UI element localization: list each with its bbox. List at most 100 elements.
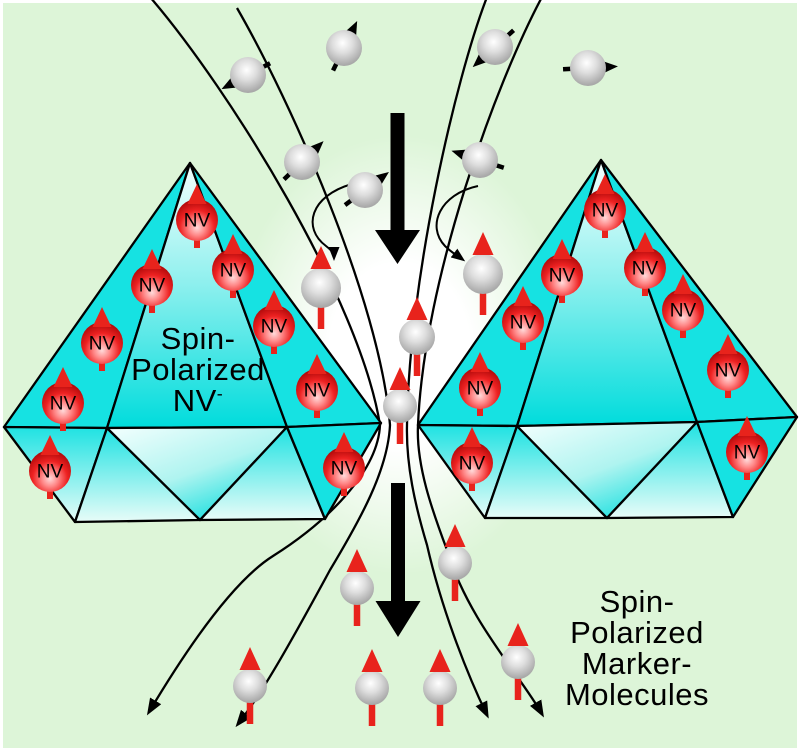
nv-label: NV: [715, 361, 742, 382]
field-line: [146, 0, 382, 716]
nv-spin-arrow-head: [513, 286, 533, 306]
spin-up-arrow-head: [310, 246, 332, 269]
nv-center: NV: [726, 416, 768, 480]
nv-label: NV: [261, 317, 288, 338]
left-label-line1: Spin-: [160, 321, 236, 356]
nv-spin-arrow-head: [635, 232, 655, 252]
nv-center: NV: [253, 290, 295, 354]
nv-sphere: [584, 189, 626, 231]
nv-label: NV: [37, 462, 64, 483]
marker-molecule-polarized: [501, 623, 535, 700]
marker-molecule-polarized: [399, 297, 435, 376]
left-label-line2: Polarized: [131, 352, 265, 387]
molecule-sphere: [326, 30, 362, 66]
nv-label: NV: [549, 266, 576, 287]
nv-center: NV: [81, 307, 123, 371]
nv-sphere: [502, 301, 544, 343]
molecule-sphere: [233, 669, 267, 703]
nv-center: NV: [584, 174, 626, 238]
marker-molecule-unpolarized: [326, 21, 362, 72]
marker-molecule-polarized: [355, 649, 389, 726]
spin-up-arrow-head: [346, 549, 368, 572]
nv-sphere: [253, 305, 295, 347]
nv-label: NV: [89, 334, 116, 355]
nv-center: NV: [624, 232, 666, 296]
nv-label: NV: [304, 381, 331, 402]
diamond-left: [2, 161, 383, 524]
marker-molecule-polarized: [301, 246, 341, 329]
nv-sphere: [624, 247, 666, 289]
flow-arrow-top: [375, 113, 420, 264]
capture-arrows: [311, 183, 479, 262]
nv-spin-arrow-head: [187, 184, 207, 204]
nv-sphere: [212, 249, 254, 291]
right-label-line2: Polarized: [570, 615, 704, 650]
nv-sphere: [459, 367, 501, 409]
molecule-sphere: [463, 254, 503, 294]
nv-label: NV: [50, 394, 77, 415]
nv-spin-arrow-head: [142, 249, 162, 269]
nv-spin-arrow-head: [462, 427, 482, 447]
nv-center: NV: [541, 239, 583, 303]
nv-spin-arrow-head: [334, 432, 354, 452]
right-label-line3: Marker-: [581, 646, 693, 681]
nv-center: NV: [131, 249, 173, 313]
nv-label: NV: [220, 261, 247, 282]
nv-center: NV: [29, 435, 71, 499]
nv-sphere: [541, 254, 583, 296]
field-line: [405, 0, 489, 719]
nv-spin-arrow-head: [718, 334, 738, 354]
big-arrows: [375, 113, 421, 637]
nv-label: NV: [592, 201, 619, 222]
spin-up-arrow-head: [389, 367, 411, 390]
right-label-line1: Spin-: [599, 584, 675, 619]
nv-center: NV: [451, 427, 493, 491]
molecule-sphere: [383, 389, 417, 423]
nv-label: NV: [510, 313, 537, 334]
nv-spin-arrow-head: [307, 354, 327, 374]
nv-center: NV: [176, 184, 218, 248]
nv-center: NV: [502, 286, 544, 350]
nv-sphere: [726, 431, 768, 473]
molecule-sphere: [438, 546, 472, 580]
marker-molecule-unpolarized: [451, 142, 505, 178]
molecule-sphere: [230, 57, 266, 93]
molecule-sphere: [301, 268, 341, 308]
molecule-sphere: [570, 50, 606, 86]
marker-molecule-unpolarized: [562, 50, 618, 86]
molecule-sphere: [399, 319, 435, 355]
marker-molecule-polarized: [233, 647, 267, 724]
nv-spin-arrow-head: [595, 174, 615, 194]
molecule-sphere: [340, 571, 374, 605]
nv-spin-arrow-head: [552, 239, 572, 259]
molecule-sphere: [355, 671, 389, 705]
nv-center: NV: [662, 274, 704, 338]
molecule-sphere: [423, 671, 457, 705]
nv-label: NV: [467, 379, 494, 400]
nv-spin-arrow-head: [470, 352, 490, 372]
nv-sphere: [662, 289, 704, 331]
nv-label: NV: [331, 459, 358, 480]
marker-molecules-label: Spin- Polarized Marker- Molecules: [527, 586, 747, 710]
molecule-sphere: [501, 645, 535, 679]
molecule-sphere: [477, 29, 513, 65]
marker-molecule-unpolarized: [343, 171, 389, 208]
nv-sphere: [176, 199, 218, 241]
nv-sphere: [131, 264, 173, 306]
nv-spin-arrow-head: [53, 367, 73, 387]
marker-molecule-polarized: [438, 524, 472, 601]
spin-up-arrow-head: [472, 232, 494, 255]
marker-molecules: [221, 21, 618, 726]
molecule-sphere: [347, 172, 383, 208]
nv-sphere: [81, 322, 123, 364]
marker-molecule-polarized: [383, 367, 417, 444]
nv-center: NV: [323, 432, 365, 496]
nv-center: NV: [42, 367, 84, 431]
molecule-sphere: [462, 142, 498, 178]
spin-up-arrow-head: [239, 647, 261, 670]
field-line: [416, 0, 544, 718]
nv-spin-arrow-head: [264, 290, 284, 310]
nv-sphere: [42, 382, 84, 424]
nv-center: NV: [459, 352, 501, 416]
